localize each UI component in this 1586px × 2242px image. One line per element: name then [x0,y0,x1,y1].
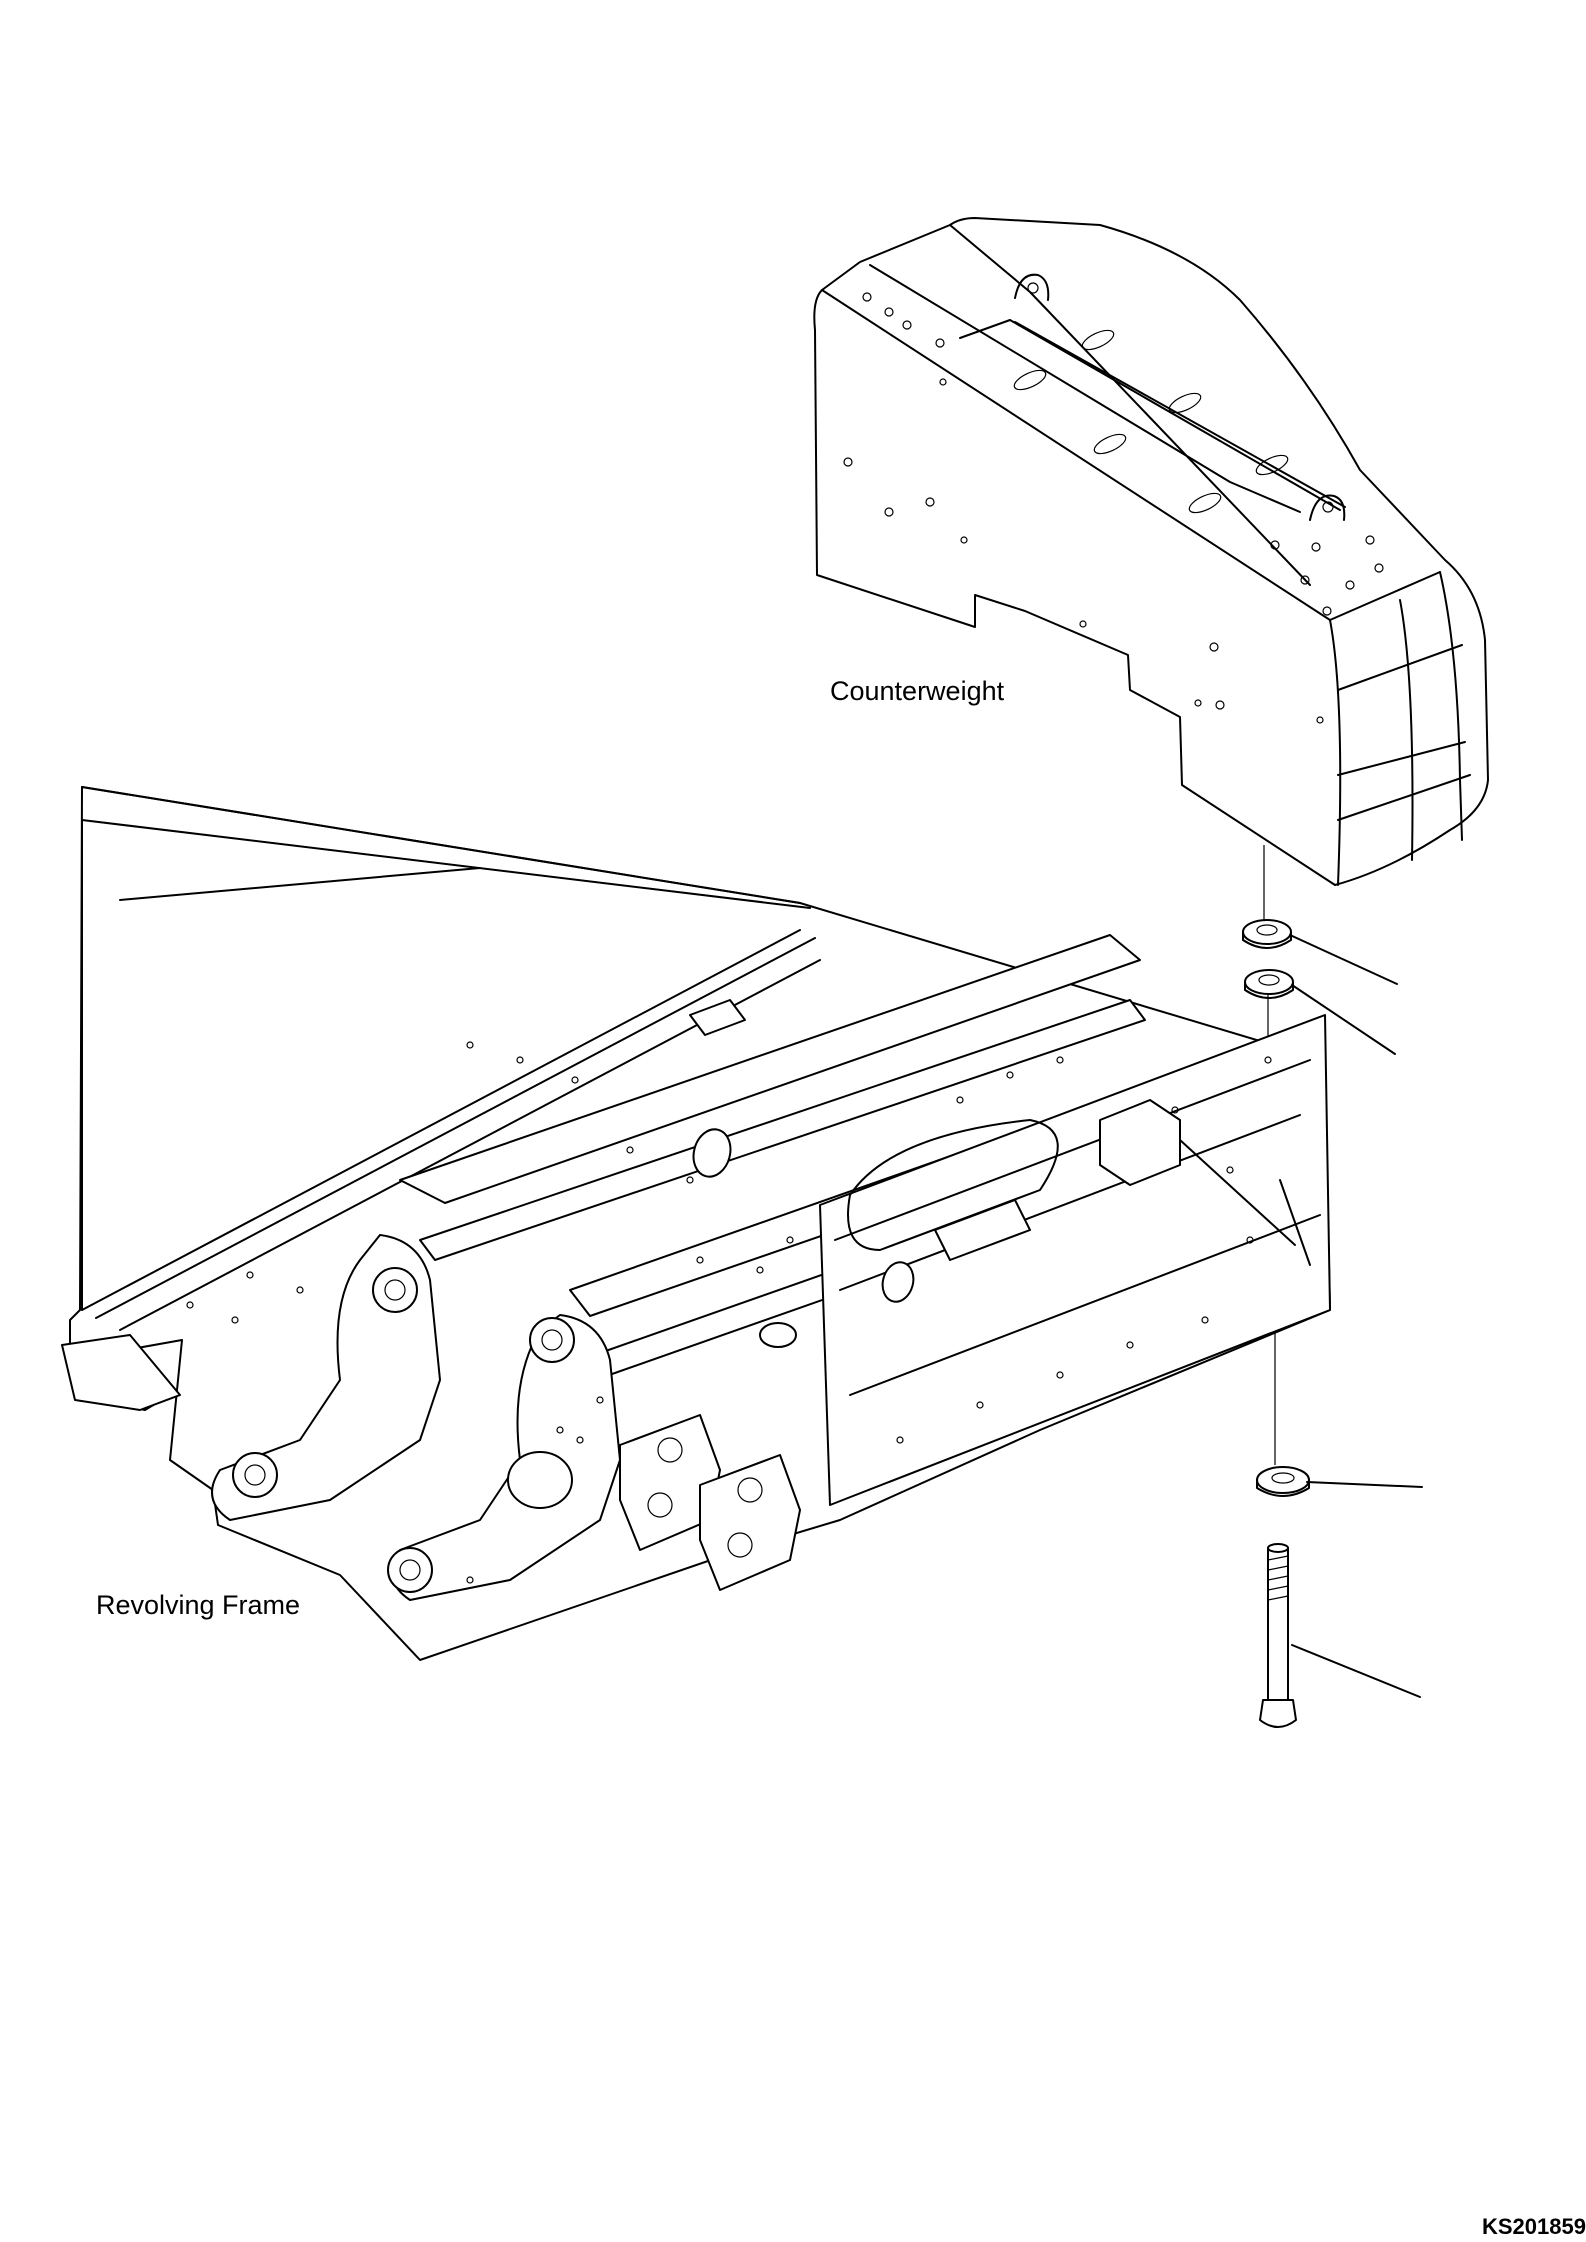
washer-middle [1244,969,1294,999]
revolving-frame-label: Revolving Frame [96,1590,301,1620]
counterweight-label: Counterweight [830,676,1005,706]
washer-upper [1242,919,1292,949]
counterweight-part [813,217,1489,886]
washer-lower [1256,1466,1310,1497]
revolving-frame-part [61,786,1331,1661]
bolt [1259,1543,1297,1728]
figure-code: KS201859 [1482,2214,1586,2239]
